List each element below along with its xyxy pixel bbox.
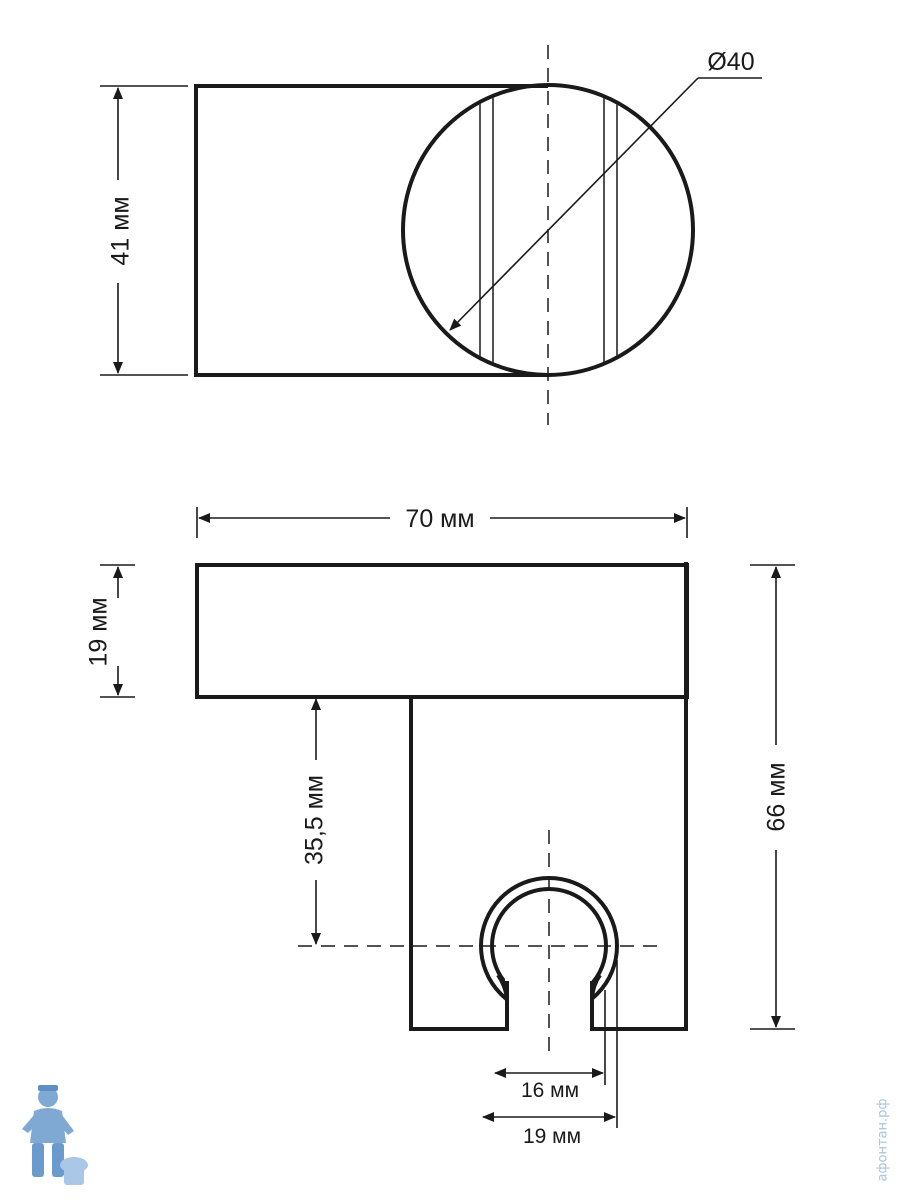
dim-19-label: 19 мм (85, 597, 113, 666)
dim-16-label: 16 мм (521, 1079, 579, 1102)
top-view-grooves (479, 87, 618, 373)
watermark: афонтан.рф (876, 1098, 891, 1181)
side-view: 70 мм 19 мм 35,5 мм 66 мм 16 мм 19 мм (85, 505, 795, 1148)
dim-35-label: 35,5 мм (301, 775, 329, 865)
top-view: 41 мм Ø40 (100, 45, 762, 425)
dim-19-slot-label: 19 мм (523, 1125, 581, 1148)
side-view-hook-left-tip (496, 973, 509, 1029)
plumber-mascot-icon (22, 1085, 88, 1185)
dim-diameter-line (449, 77, 699, 331)
dim-41-label: 41 мм (107, 196, 135, 265)
side-view-plate (195, 563, 689, 699)
dim-66-label: 66 мм (763, 762, 791, 831)
side-view-hook-right-tip (590, 973, 602, 1029)
dim-diameter-label: Ø40 (707, 48, 754, 76)
top-view-body-outline (194, 84, 548, 377)
dim-70-label: 70 мм (405, 505, 474, 533)
